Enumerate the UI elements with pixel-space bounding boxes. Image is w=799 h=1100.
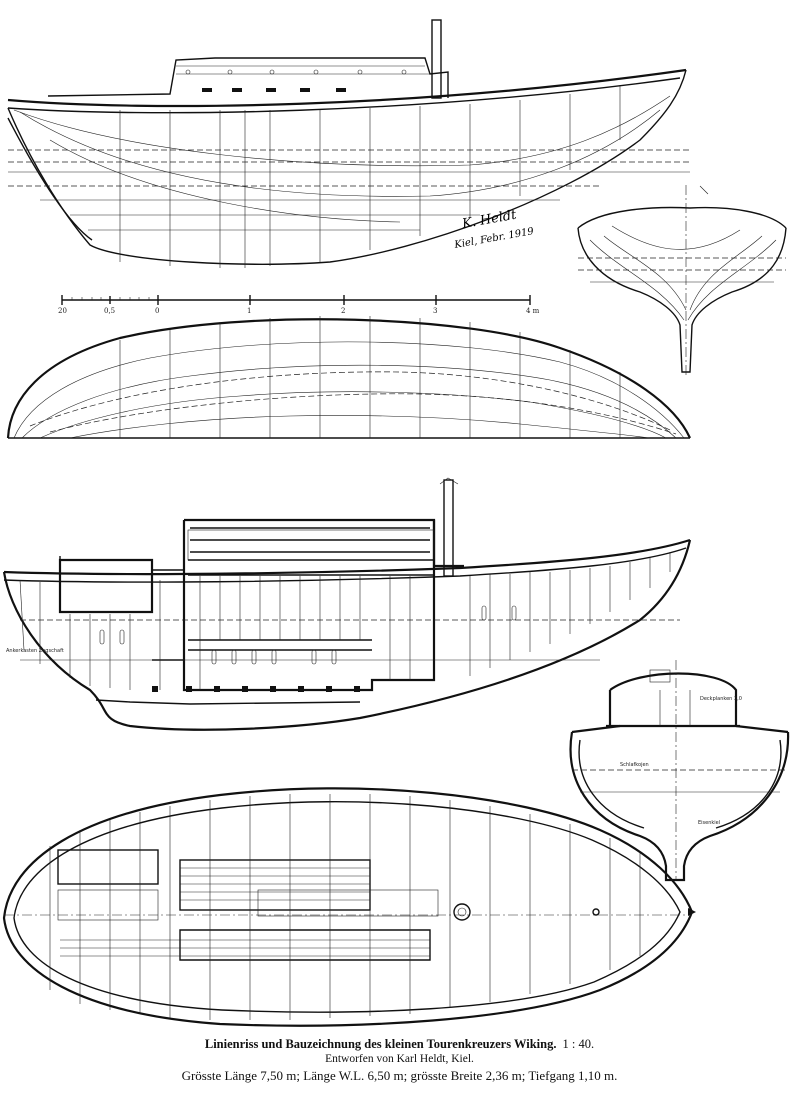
section-note: Schlafkojen [620, 762, 649, 768]
midship-section-view: Deckplanken 3,0 Schlafkojen Eisenkiel [569, 660, 790, 882]
caption-title-line: Linienriss und Bauzeichnung des kleinen … [0, 1037, 799, 1052]
cabin-roof [184, 518, 464, 568]
cockpit-seat [57, 849, 159, 885]
technical-drawing: .ln { fill: none; stroke: #111; stroke-w… [2, 19, 790, 1027]
deck-plan-view [2, 787, 696, 1027]
construction-profile-view: Ankerkasten Zugschaft [2, 477, 692, 731]
hull-outline [2, 539, 692, 731]
scale-tick-label: 2 [341, 307, 345, 315]
mast-construction [443, 479, 454, 577]
signature-name: K. Heldt [460, 208, 518, 233]
scale-tick-label: 0 [155, 307, 159, 315]
cabin-top-section [609, 672, 738, 726]
sheer-line-construction [3, 538, 691, 576]
deck-outline [6, 318, 692, 439]
scale-tick-label: 20 [58, 307, 67, 315]
cabin-sole [179, 859, 371, 911]
principal-dimensions: Grösste Länge 7,50 m; Länge W.L. 6,50 m;… [181, 1068, 618, 1083]
construction-note: Ankerkasten Zugschaft [6, 648, 64, 654]
scale-tick-label: 3 [433, 307, 437, 315]
sheer-line [7, 68, 687, 108]
cabin-house [47, 57, 449, 98]
mast-step [453, 903, 471, 921]
scale-tick-label: 0,5 [104, 307, 115, 315]
designer-credit: Entworfen von Karl Heldt, Kiel. [325, 1053, 474, 1065]
mast [431, 19, 442, 99]
body-plan-hull [577, 227, 787, 373]
deck-outline-plan [2, 787, 694, 1027]
half-breadth-view [6, 316, 692, 439]
body-plan-view [577, 185, 787, 376]
midship-hull [569, 731, 790, 882]
sheer-profile-view: K. Heldt Kiel, Febr. 1919 [7, 19, 690, 268]
hull-profile [7, 69, 687, 265]
section-note: Deckplanken 3,0 [700, 696, 742, 702]
drawing-scale: 1 : 40. [562, 1037, 595, 1051]
drawing-title: Linienriss und Bauzeichnung des kleinen … [204, 1037, 557, 1051]
cockpit-block [58, 558, 154, 614]
scale-tick-label: 4 m [526, 307, 540, 315]
scale-bar: 20 0,5 0 1 2 3 4 m [58, 295, 540, 315]
scale-tick-label: 1 [247, 307, 251, 315]
section-note: Eisenkiel [698, 820, 720, 826]
